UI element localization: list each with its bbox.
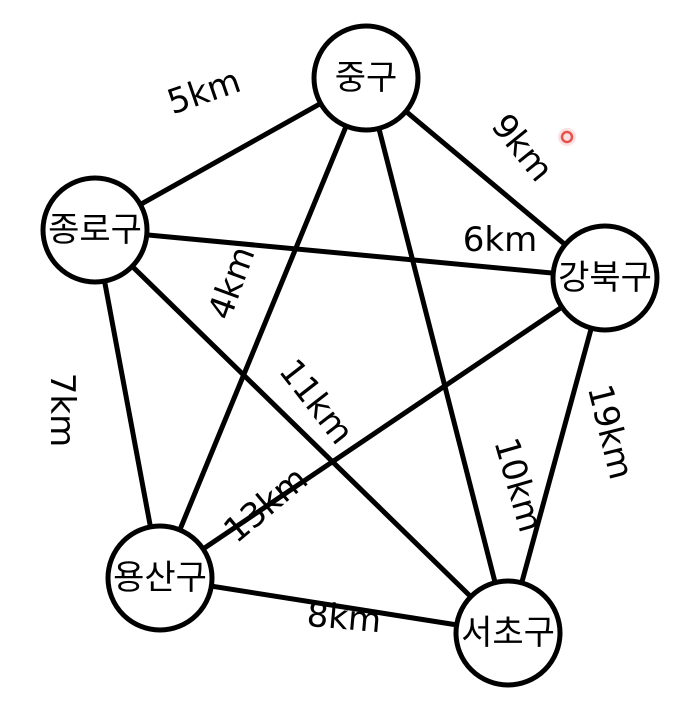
edge-gangbuk-seocho — [505, 277, 608, 634]
edge-gangbuk-yongsan — [158, 275, 607, 581]
node-label-yongsan: 용산구 — [113, 558, 207, 598]
edges-layer — [92, 75, 608, 636]
edge-jongno-seocho — [93, 228, 510, 635]
node-jung: 중구 — [311, 23, 421, 133]
edge-label-jung-gangbuk: 9km — [483, 106, 561, 189]
edge-label-jongno-gangbuk: 6km — [463, 220, 537, 260]
marker-layer — [558, 128, 576, 146]
node-jongno: 종로구 — [40, 175, 150, 285]
edge-label-yongsan-seocho: 8km — [305, 595, 383, 641]
edge-label-gangbuk-seocho: 19km — [579, 381, 641, 484]
node-circle-jung — [311, 23, 421, 133]
edge-label-jung-yongsan: 4km — [200, 241, 263, 325]
node-label-gangbuk: 강북구 — [558, 258, 652, 298]
edge-jung-seocho — [363, 77, 511, 634]
edge-label-jung-seocho: 10km — [486, 433, 551, 536]
edge-jung-yongsan — [157, 77, 369, 579]
node-label-jung: 중구 — [335, 58, 398, 98]
edge-label-jongno-jung: 5km — [162, 61, 245, 123]
node-circle-yongsan — [105, 523, 215, 633]
node-circle-jongno — [40, 175, 150, 285]
node-yongsan: 용산구 — [105, 523, 215, 633]
node-seocho: 서초구 — [453, 578, 563, 688]
node-label-jongno: 종로구 — [48, 210, 142, 250]
node-circle-gangbuk — [550, 223, 660, 333]
edge-jongno-gangbuk — [94, 227, 606, 281]
edge-label-gangbuk-yongsan: 13km — [216, 459, 315, 551]
edge-label-jongno-seocho: 11km — [271, 352, 362, 452]
edge-yongsan-seocho — [159, 575, 509, 636]
node-label-seocho: 서초구 — [461, 613, 555, 653]
edge-jongno-yongsan — [92, 229, 163, 579]
edge-label-jongno-yongsan: 7km — [42, 373, 82, 447]
node-circle-seocho — [453, 578, 563, 688]
cursor-halo — [558, 128, 576, 146]
node-gangbuk: 강북구 — [550, 223, 660, 333]
cursor-marker-icon — [560, 130, 574, 144]
